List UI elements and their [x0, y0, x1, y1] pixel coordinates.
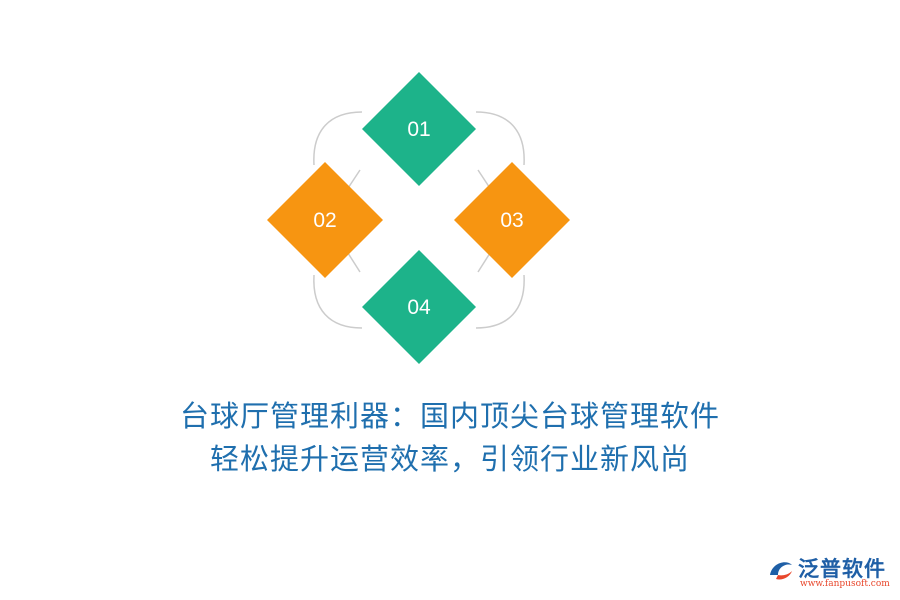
- outer-connector-top-right: [475, 111, 525, 166]
- diamond-02-label: 02: [313, 209, 336, 232]
- diamond-03: 03: [454, 162, 570, 278]
- logo-name: 泛普软件: [798, 557, 886, 581]
- diamond-04-label: 04: [407, 296, 431, 319]
- diamond-02: 02: [267, 162, 383, 278]
- diamond-03-label: 03: [500, 209, 523, 232]
- outer-connector-bottom-left: [313, 274, 363, 329]
- headline-line-2: 轻松提升运营效率，引领行业新风尚: [209, 442, 690, 476]
- logo-swirl-icon: [770, 562, 792, 580]
- headline-line-1: 台球厅管理利器：国内顶尖台球管理软件: [179, 399, 720, 433]
- diamond-04: 04: [362, 250, 476, 364]
- outer-connector-top-left: [313, 111, 363, 166]
- outer-connector-bottom-right: [475, 274, 525, 329]
- diamond-01: 01: [362, 72, 476, 186]
- logo-url: www.fanpusoft.com: [800, 579, 890, 589]
- diamond-01-label: 01: [407, 118, 430, 141]
- brand-logo: 泛普软件 www.fanpusoft.com: [766, 553, 894, 593]
